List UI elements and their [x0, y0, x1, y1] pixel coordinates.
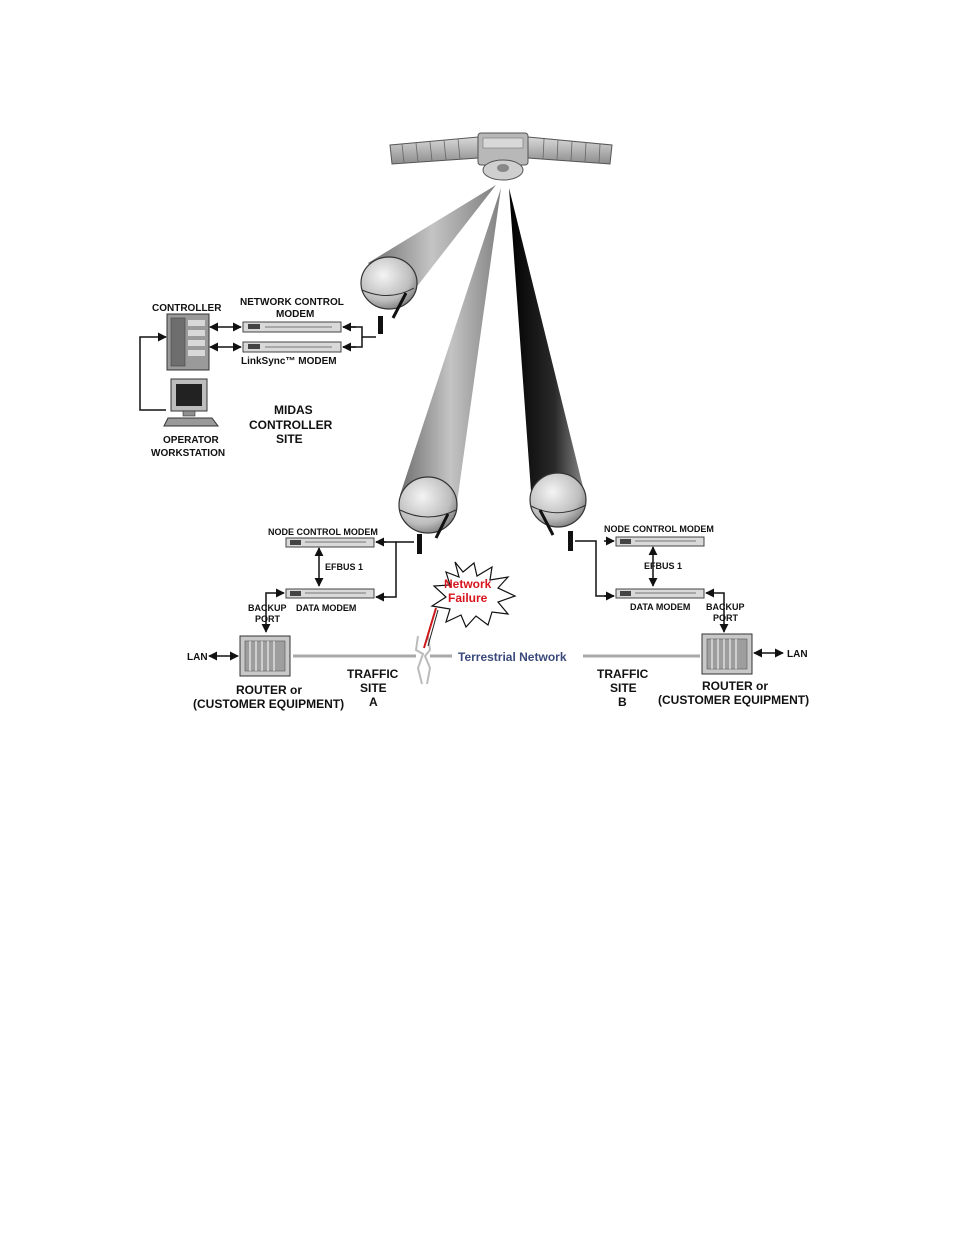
- controller-label: CONTROLLER: [152, 303, 222, 314]
- site-a-dish-icon: [398, 476, 458, 554]
- controller-rack-icon: [166, 313, 210, 371]
- site-b-router-label-2: (CUSTOMER EQUIPMENT): [658, 693, 809, 707]
- site-a-backup-port-label-2: PORT: [255, 614, 281, 624]
- operator-workstation-icon: [163, 378, 219, 427]
- site-b-backup-port-label-2: PORT: [713, 613, 739, 623]
- site-a-router-label-2: (CUSTOMER EQUIPMENT): [193, 697, 344, 711]
- network-control-modem-icon: [242, 321, 342, 333]
- site-b-traffic-label-1: TRAFFIC: [597, 667, 649, 681]
- site-b-node-control-modem-label: NODE CONTROL MODEM: [604, 524, 714, 534]
- site-b-router-icon: [701, 633, 753, 675]
- site-a-router-icon: [239, 635, 291, 677]
- site-a-uplink-beam: [400, 188, 501, 510]
- site-a-node-control-modem-label: NODE CONTROL MODEM: [268, 527, 378, 537]
- site-a-data-modem-icon: [285, 588, 375, 599]
- site-a-backup-port-label-1: BACKUP: [248, 603, 287, 613]
- site-b-traffic-label-3: B: [618, 695, 627, 709]
- network-failure-burst-icon: [423, 561, 517, 649]
- controller-dish-icon: [360, 256, 418, 334]
- midas-site-label-3: SITE: [276, 432, 303, 446]
- site-a-lan-label: LAN: [187, 652, 208, 663]
- site-b-backup-port-label-1: BACKUP: [706, 602, 745, 612]
- network-control-modem-label-2: MODEM: [276, 309, 314, 320]
- operator-workstation-label-2: WORKSTATION: [151, 448, 225, 459]
- operator-workstation-label-1: OPERATOR: [163, 435, 220, 446]
- network-failure-label-2: Failure: [448, 591, 488, 605]
- site-b-node-control-modem-icon: [615, 536, 705, 547]
- midas-site-label-1: MIDAS: [274, 403, 313, 417]
- site-a-data-modem-label: DATA MODEM: [296, 603, 356, 613]
- linksync-modem-label: LinkSync™ MODEM: [241, 356, 337, 367]
- satellite-icon: [389, 132, 613, 181]
- network-failure-label-1: Network: [444, 577, 492, 591]
- site-b-uplink-beam: [509, 188, 585, 505]
- site-a-traffic-label-3: A: [369, 695, 378, 709]
- midas-site-label-2: CONTROLLER: [249, 418, 333, 432]
- site-b-data-modem-label: DATA MODEM: [630, 602, 690, 612]
- site-b-traffic-label-2: SITE: [610, 681, 637, 695]
- site-a-traffic-label-2: SITE: [360, 681, 387, 695]
- site-a-router-label-1: ROUTER or: [236, 683, 302, 697]
- terrestrial-network-label: Terrestrial Network: [458, 650, 567, 664]
- site-a-node-control-modem-icon: [285, 537, 375, 548]
- site-b-efbus-label: EFBUS 1: [644, 561, 682, 571]
- site-b-lan-label: LAN: [787, 649, 808, 660]
- site-b-router-label-1: ROUTER or: [702, 679, 768, 693]
- network-break-icon: [414, 635, 432, 685]
- site-a-efbus-label: EFBUS 1: [325, 562, 363, 572]
- site-b-dish-icon: [529, 472, 587, 551]
- network-control-modem-label-1: NETWORK CONTROL: [240, 297, 344, 308]
- site-b-data-modem-icon: [615, 588, 705, 599]
- linksync-modem-icon: [242, 341, 342, 353]
- site-a-traffic-label-1: TRAFFIC: [347, 667, 399, 681]
